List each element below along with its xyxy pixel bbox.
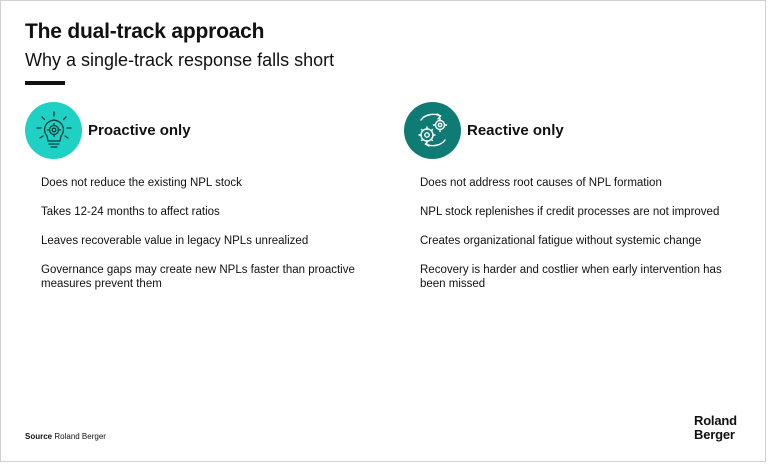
list-item: Recovery is harder and costlier when ear… (420, 264, 722, 290)
gears-cycle-icon (404, 101, 461, 159)
title-underline (25, 81, 65, 85)
list-item: Creates organizational fatigue without s… (420, 235, 702, 247)
list-item: Does not address root causes of NPL form… (420, 177, 662, 189)
logo-line-1: Roland (694, 413, 737, 428)
page-title: The dual-track approach (25, 20, 265, 43)
proactive-list: Does not reduce the existing NPL stock T… (41, 176, 365, 291)
proactive-header: Proactive only (25, 101, 365, 159)
reactive-heading: Reactive only (467, 121, 564, 139)
list-item: Governance gaps may create new NPLs fast… (41, 264, 355, 290)
page-subtitle: Why a single-track response falls short (25, 50, 335, 70)
list-item: Takes 12-24 months to affect ratios (41, 206, 220, 218)
source-label: Source (25, 432, 53, 441)
lightbulb-gear-icon (25, 101, 82, 159)
reactive-column: Reactive only Does not address root caus… (404, 101, 744, 306)
proactive-column: Proactive only Does not reduce the exist… (25, 101, 365, 306)
logo-line-2: Berger (694, 427, 735, 442)
proactive-heading: Proactive only (88, 121, 191, 139)
reactive-header: Reactive only (404, 101, 744, 159)
roland-berger-logo: Roland Berger (694, 414, 737, 442)
reactive-list: Does not address root causes of NPL form… (420, 176, 744, 291)
source-text: Roland Berger (54, 432, 106, 441)
list-item: NPL stock replenishes if credit processe… (420, 206, 720, 218)
source-note: Source Roland Berger (25, 432, 106, 441)
list-item: Does not reduce the existing NPL stock (41, 177, 242, 189)
list-item: Leaves recoverable value in legacy NPLs … (41, 235, 309, 247)
